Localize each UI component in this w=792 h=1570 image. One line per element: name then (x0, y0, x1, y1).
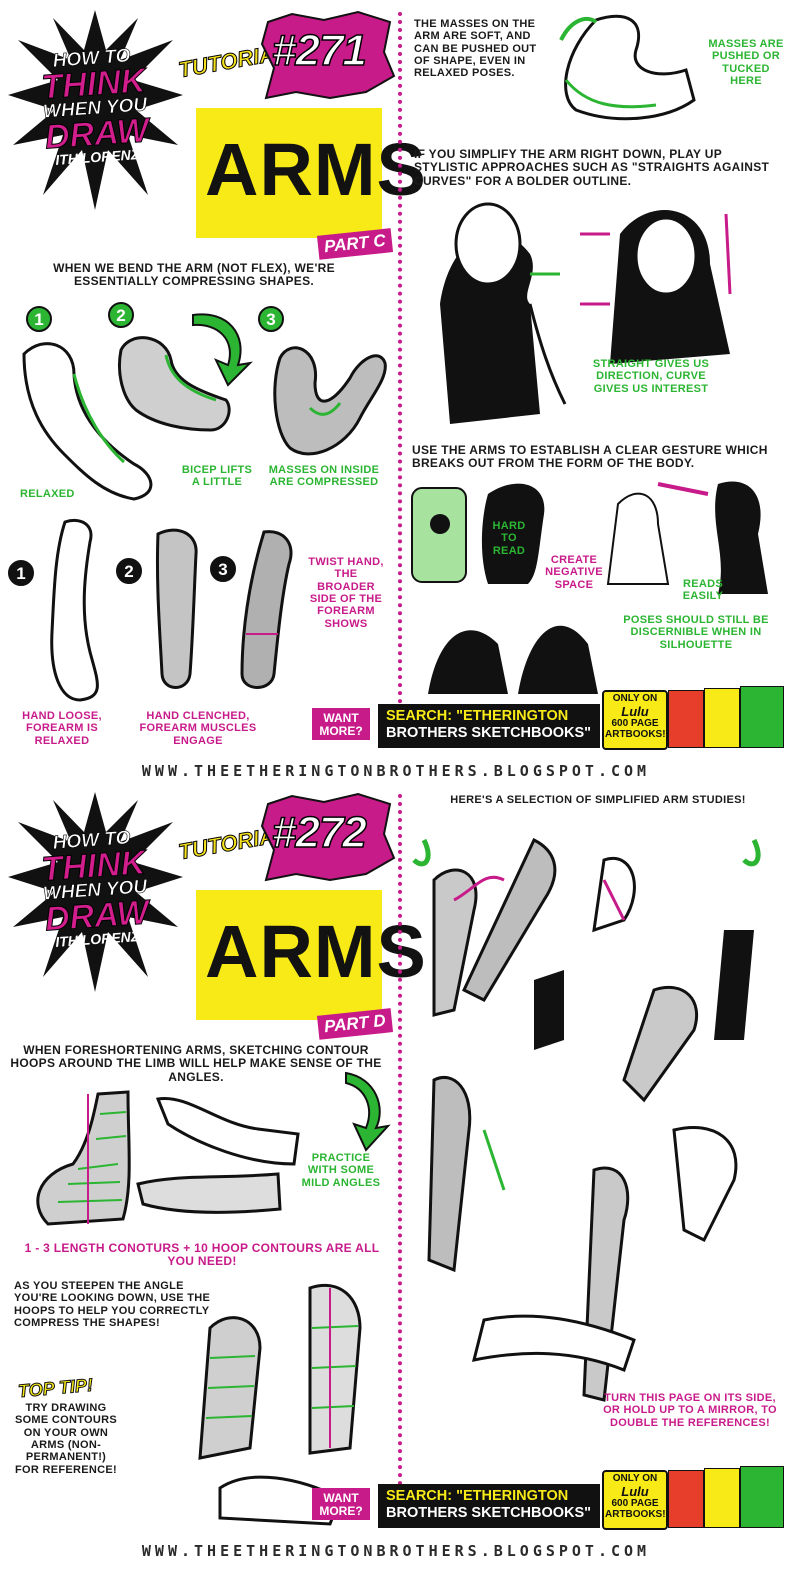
only-on-text: ONLY ON (612, 693, 658, 704)
text-negative-space: CREATE NEGATIVE SPACE (545, 554, 603, 591)
text-hard-to-read: HARD TO READ (492, 520, 526, 557)
book-cover-2 (704, 1468, 740, 1528)
step-3-green: 3 (258, 306, 284, 332)
number-splat (260, 10, 396, 100)
book-cover-2 (704, 688, 740, 748)
artbooks-text: 600 PAGE ARTBOOKS! (605, 718, 666, 740)
step-3-black: 3 (210, 556, 236, 582)
lulu-text: Lulu (621, 1483, 649, 1499)
want-more-badge: WANT MORE? (312, 1488, 370, 1520)
text-gesture: USE THE ARMS TO ESTABLISH A CLEAR GESTUR… (412, 443, 768, 471)
contour-hoops-drawing (36, 1090, 300, 1226)
artbooks-text: 600 PAGE ARTBOOKS! (605, 1498, 666, 1520)
text-straight-gives: STRAIGHT GIVES US DIRECTION, CURVE GIVES… (592, 358, 710, 395)
book-cover-1 (668, 1470, 704, 1528)
arm-bicep-drawing (117, 336, 231, 432)
lulu-badge: ONLY ON Lulu 600 PAGE ARTBOOKS! (602, 1470, 668, 1530)
search-line-2: BROTHERS SKETCHBOOKS" (386, 725, 592, 741)
arm-relaxed-drawing (22, 342, 153, 501)
forearm-twisted-drawing (240, 530, 293, 689)
logo-text: HOW TO THINK WHEN YOU DRAW WITH LORENZO! (16, 45, 174, 169)
text-selection: HERE'S A SELECTION OF SIMPLIFIED ARM STU… (450, 794, 746, 806)
text-tip: TRY DRAWING SOME CONTOURS ON YOUR OWN AR… (14, 1402, 118, 1476)
search-line-1: SEARCH: "ETHERINGTON (386, 1488, 569, 1504)
step-2-black: 2 (116, 558, 142, 584)
title-box (196, 890, 382, 1020)
want-more-badge: WANT MORE? (312, 708, 370, 740)
arm-masses-drawing (559, 14, 696, 121)
text-masses-soft: THE MASSES ON THE ARM ARE SOFT, AND CAN … (414, 18, 537, 80)
logo-text: HOW TO THINK WHEN YOU DRAW WITH LORENZO! (16, 827, 174, 951)
text-steepen: AS YOU STEEPEN THE ANGLE YOU'RE LOOKING … (14, 1280, 211, 1329)
text-reads-easily: READS EASILY (682, 578, 724, 603)
title-arms: ARMS (205, 128, 427, 211)
tutorial-number: #272 (271, 807, 367, 858)
step-1-green: 1 (26, 306, 52, 332)
search-line-1: SEARCH: "ETHERINGTON (386, 708, 569, 724)
silhouettes-drawing (411, 481, 768, 694)
label-masses-compressed: MASSES ON INSIDE ARE COMPRESSED (268, 464, 380, 489)
arm-compressed-drawing (273, 346, 387, 456)
label-relaxed: RELAXED (20, 488, 75, 500)
tutorial-number: #271 (271, 25, 367, 76)
title-box (196, 108, 382, 238)
lulu-text: Lulu (621, 703, 649, 719)
text-simplify: IF YOU SIMPLIFY THE ARM RIGHT DOWN, PLAY… (414, 147, 770, 188)
lulu-badge: ONLY ON Lulu 600 PAGE ARTBOOKS! (602, 690, 668, 750)
forearm-loose-drawing (50, 518, 99, 702)
curved-arrow-green (192, 313, 253, 387)
number-splat (260, 792, 396, 882)
label-twist-hand: TWIST HAND, THE BROADER SIDE OF THE FORE… (308, 556, 384, 630)
column-divider (398, 12, 402, 712)
book-cover-3 (740, 686, 784, 748)
book-cover-1 (668, 690, 704, 748)
arm-studies-drawing (412, 837, 761, 1402)
forearm-clenched-drawing (155, 528, 198, 689)
text-masses-pushed: MASSES ARE PUSHED OR TUCKED HERE (708, 38, 784, 87)
only-on-text: ONLY ON (612, 1473, 658, 1484)
search-box (378, 704, 600, 748)
text-turn-page: TURN THIS PAGE ON ITS SIDE, OR HOLD UP T… (603, 1392, 777, 1429)
intro-foreshortening: WHEN FORESHORTENING ARMS, SKETCHING CONT… (10, 1043, 382, 1084)
step-1-black: 1 (8, 560, 34, 586)
step-2-green: 2 (108, 302, 134, 328)
label-hand-clenched: HAND CLENCHED, FOREARM MUSCLES ENGAGE (139, 710, 257, 747)
text-practice: PRACTICE WITH SOME MILD ANGLES (301, 1152, 381, 1189)
search-box (378, 1484, 600, 1528)
text-silhouette: POSES SHOULD STILL BE DISCERNIBLE WHEN I… (623, 614, 769, 651)
text-contours: 1 - 3 LENGTH CONOTURS + 10 HOOP CONTOURS… (24, 1241, 380, 1269)
title-arms: ARMS (205, 910, 427, 993)
blog-url: WWW.THEETHERINGTONBROTHERS.BLOGSPOT.COM (141, 1542, 651, 1560)
steep-angle-drawing (198, 1283, 362, 1526)
logo-burst (8, 792, 183, 992)
search-line-2: BROTHERS SKETCHBOOKS" (386, 1505, 592, 1521)
label-bicep-lifts: BICEP LIFTS A LITTLE (181, 464, 253, 489)
column-divider (398, 794, 402, 1494)
figure-simplified-drawing (440, 202, 732, 424)
blog-url: WWW.THEETHERINGTONBROTHERS.BLOGSPOT.COM (141, 762, 651, 780)
top-tip-label: TOP TIP! (17, 1374, 94, 1402)
logo-burst (8, 10, 183, 210)
label-hand-loose: HAND LOOSE, FOREARM IS RELAXED (22, 710, 102, 747)
book-cover-3 (740, 1466, 784, 1528)
intro-bend: WHEN WE BEND THE ARM (NOT FLEX), WE'RE E… (53, 261, 335, 289)
arrow-green-down (345, 1071, 391, 1152)
